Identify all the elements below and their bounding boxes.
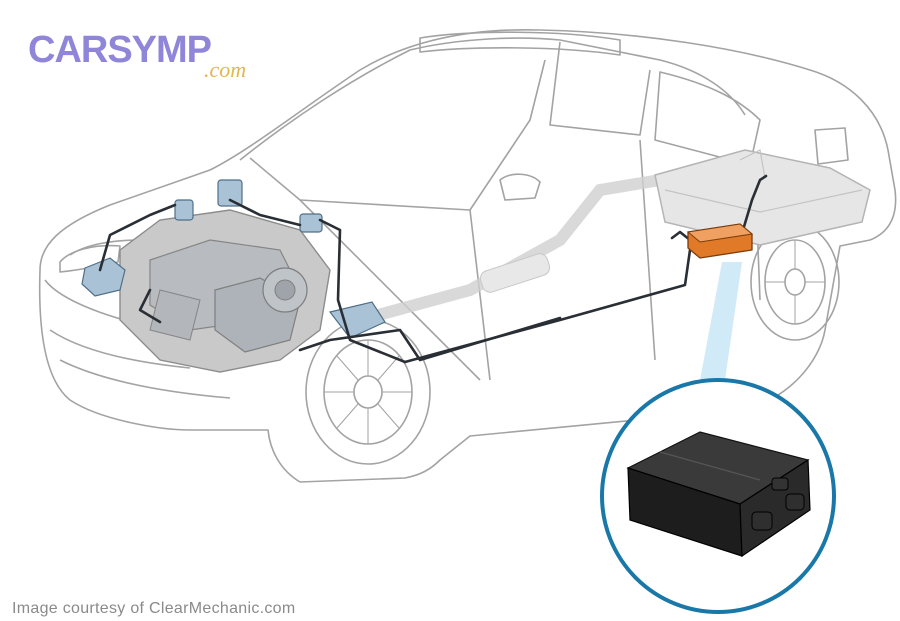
callout-beam: [700, 262, 742, 380]
brand-name: CARSYMP: [28, 29, 212, 71]
image-credit: Image courtesy of ClearMechanic.com: [12, 600, 296, 617]
vapor-lines: [98, 174, 768, 364]
canister-callout: [600, 378, 836, 614]
front-wheel: [305, 319, 431, 465]
car-body: [38, 28, 897, 483]
charcoal-canister-icon: [686, 223, 754, 259]
muffler: [479, 253, 551, 293]
brand-domain: .com: [204, 57, 247, 82]
engine-icon: [81, 179, 386, 373]
fuel-tank-icon: [654, 149, 871, 246]
brand-logo: CARSYMP .com: [28, 30, 278, 86]
exhaust-pipe: [354, 174, 666, 326]
